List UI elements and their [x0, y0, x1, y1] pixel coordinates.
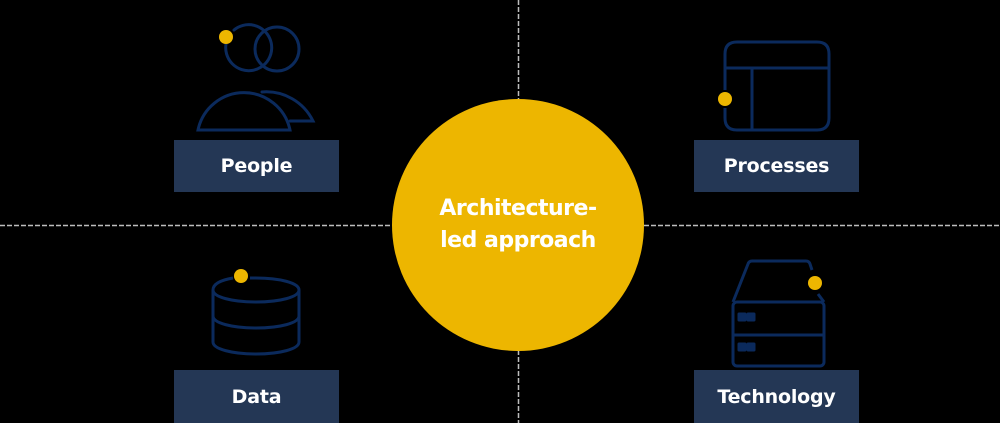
label-data-text: Data	[231, 385, 282, 408]
center-circle	[392, 99, 644, 351]
center-label-line-1: Architecture-	[439, 196, 597, 221]
label-people-text: People	[220, 155, 293, 177]
label-technology: Technology	[694, 370, 859, 423]
server-icon	[731, 259, 826, 368]
window-layout-icon	[718, 40, 831, 132]
label-processes: Processes	[694, 140, 859, 192]
database-icon	[211, 269, 301, 356]
label-processes-text: Processes	[723, 155, 830, 177]
people-icon	[196, 23, 316, 132]
label-data: Data	[174, 370, 339, 423]
center-label: Architecture- led approach	[392, 99, 644, 351]
center-label-line-2: led approach	[440, 228, 596, 253]
label-technology-text: Technology	[717, 385, 836, 408]
label-people: People	[174, 140, 339, 192]
